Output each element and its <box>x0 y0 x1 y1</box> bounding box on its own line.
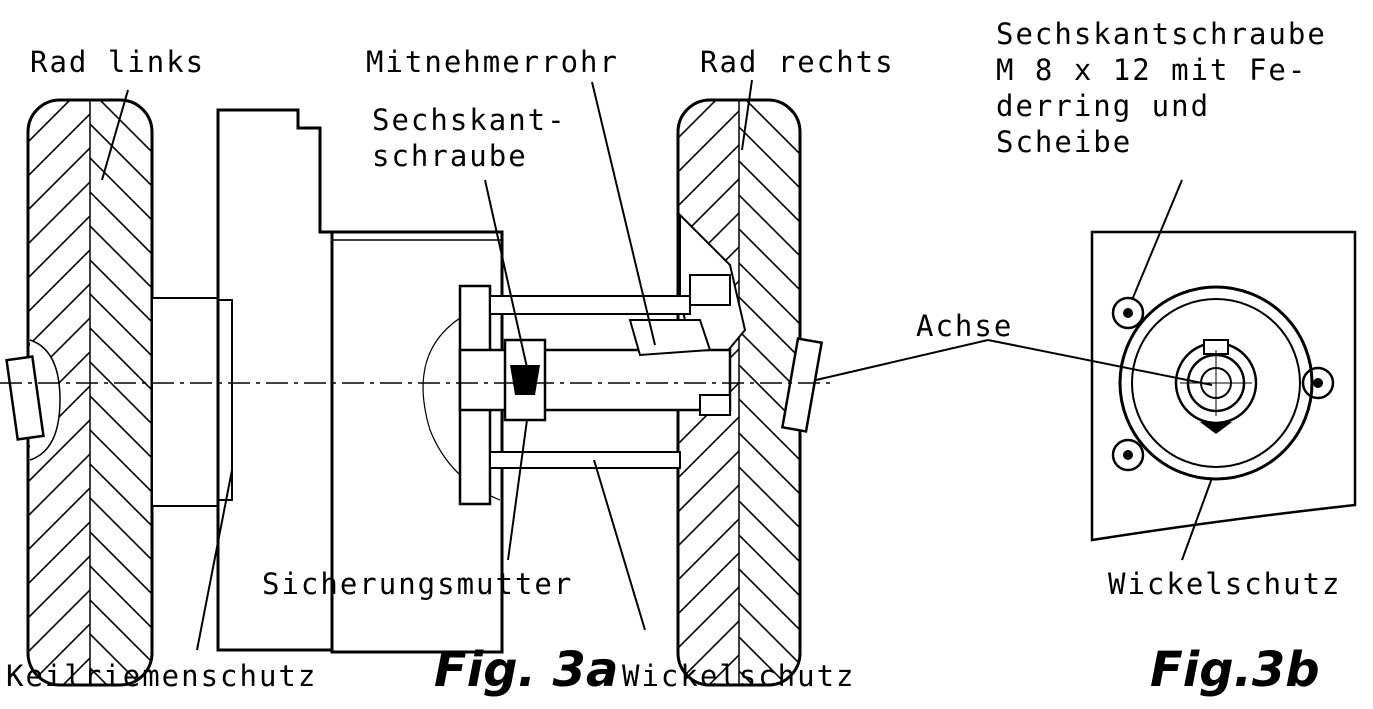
label-sechskantschraube-b: Sechskantschraube M 8 x 12 mit Fe- derri… <box>996 17 1327 159</box>
label-wickelschutz-a: Wickelschutz <box>622 659 856 693</box>
label-rad-links: Rad links <box>30 45 206 79</box>
drive-tube <box>458 274 732 506</box>
label-wickelschutz-b: Wickelschutz <box>1108 567 1342 601</box>
label-sechskantschraube-a: Sechskant- schraube <box>372 103 567 173</box>
fig3b-plate <box>1090 230 1357 542</box>
label-sicherungsmutter: Sicherungsmutter <box>262 567 574 601</box>
left-hub <box>151 297 221 507</box>
label-mitnehmerrohr: Mitnehmerrohr <box>366 45 619 79</box>
figure-caption-3a: Fig. 3a <box>434 642 619 698</box>
figure-caption-3b: Fig.3b <box>1150 642 1320 698</box>
leader-lines <box>101 79 1213 651</box>
label-keilriemenschutz: Keilriemenschutz <box>6 659 318 693</box>
left-wheel <box>5 98 154 687</box>
label-rad-rechts: Rad rechts <box>700 45 895 79</box>
label-achse: Achse <box>916 309 1014 343</box>
